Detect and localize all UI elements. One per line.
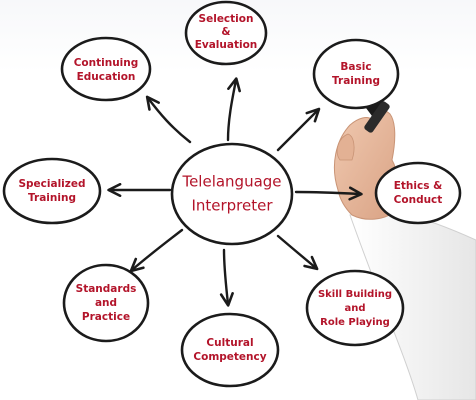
ethics-line-2: Conduct [394,194,443,206]
node-skill-building: Skill Building and Role Playing [305,269,405,347]
selection-line-3: Evaluation [195,39,258,51]
arrow-to-skill [276,234,319,271]
node-continuing-education: Continuing Education [60,36,152,102]
oval-skill [305,269,405,347]
cultural-line-2: Competency [193,351,266,363]
center-oval [170,142,294,246]
oval-ethics [374,161,462,225]
continuing-line-2: Education [77,71,136,83]
oval-cultural [180,312,280,388]
center-line-1: Telelanguage [181,173,281,191]
basic-line-2: Training [332,75,380,87]
oval-specialized [2,157,102,225]
oval-selection [184,0,268,66]
arrow-to-cultural [219,248,234,307]
thumb [336,133,355,161]
standards-line-1: Standards [76,283,137,295]
selection-line-2: & [221,26,230,38]
node-cultural-competency: Cultural Competency [180,312,280,388]
arrow-to-continuing [145,95,192,144]
standards-line-2: and [95,297,117,309]
skill-line-1: Skill Building [318,289,392,300]
cultural-line-1: Cultural [206,337,253,349]
continuing-line-1: Continuing [74,57,139,69]
arrow-to-ethics [294,186,363,201]
specialized-line-1: Specialized [18,178,85,190]
ethics-line-1: Ethics & [394,180,443,192]
arrow-to-basic [276,107,321,152]
node-basic-training: Basic Training [312,38,400,110]
arrow-to-selection [226,77,241,142]
node-standards-practice: Standards and Practice [62,263,150,343]
marker-body [364,101,390,133]
skill-line-3: Role Playing [320,317,390,328]
node-selection-evaluation: Selection & Evaluation [184,0,268,66]
hand-illustration [333,96,476,400]
arrow-to-standards [129,228,184,273]
connector-arrows [107,77,363,307]
specialized-line-2: Training [28,192,76,204]
selection-line-1: Selection [199,13,254,25]
basic-line-1: Basic [340,61,371,73]
node-ethics-conduct: Ethics & Conduct [374,161,462,225]
oval-basic [312,38,400,110]
oval-standards [62,263,150,343]
skill-line-2: and [344,303,365,314]
standards-line-3: Practice [82,311,130,323]
center-line-2: Interpreter [191,197,273,215]
center-node: Telelanguage Interpreter [170,142,294,246]
node-specialized-training: Specialized Training [2,157,102,225]
oval-continuing [60,36,152,102]
